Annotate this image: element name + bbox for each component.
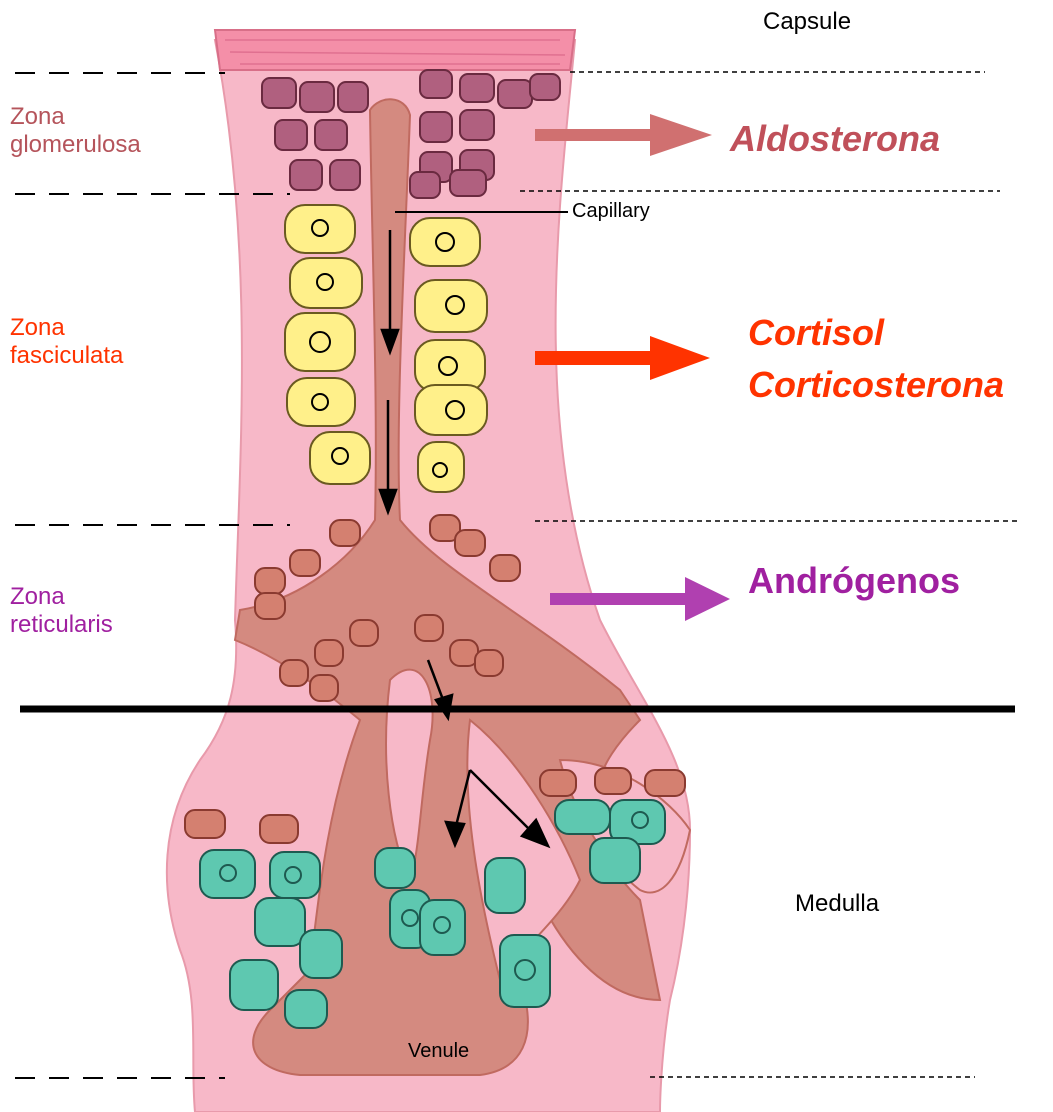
zona-glomerulosa-label: Zona glomerulosa <box>10 103 141 158</box>
cortisol-arrow <box>535 336 710 380</box>
androgenos-label: Andrógenos <box>748 560 960 601</box>
zona-reticularis-label: Zona reticularis <box>10 583 113 638</box>
zone-label-line1: Zona <box>10 583 113 611</box>
zone-label-line2: fasciculata <box>10 342 123 370</box>
zone-label-line2: reticularis <box>10 611 113 639</box>
cortisol-label: Cortisol <box>748 312 884 353</box>
medulla-label: Medulla <box>795 890 879 918</box>
capsule-label: Capsule <box>763 8 851 36</box>
zone-label-line1: Zona <box>10 103 141 131</box>
venule-label: Venule <box>408 1040 469 1063</box>
corticosterona-label: Corticosterona <box>748 364 1004 405</box>
zona-fasciculata-label: Zona fasciculata <box>10 314 123 369</box>
zone-label-line1: Zona <box>10 314 123 342</box>
aldosterona-label: Aldosterona <box>730 118 940 159</box>
capillary-label: Capillary <box>572 200 650 223</box>
zone-label-line2: glomerulosa <box>10 131 141 159</box>
